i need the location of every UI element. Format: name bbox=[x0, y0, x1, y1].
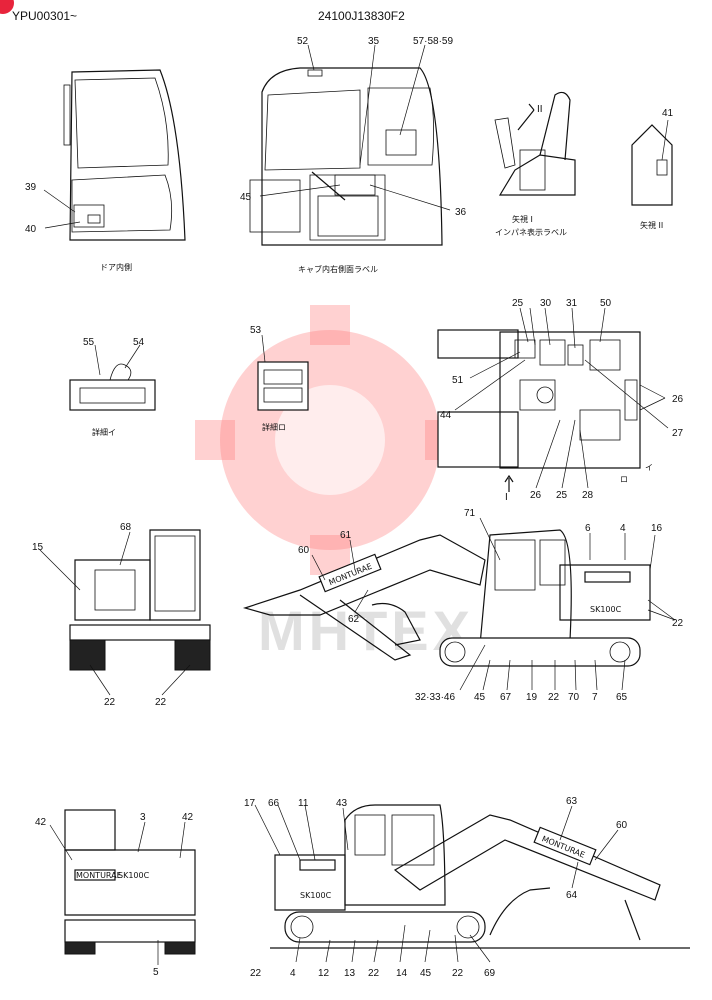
callout-70: 70 bbox=[568, 692, 580, 703]
callout-26b: 26 bbox=[530, 490, 542, 501]
arrow-view-i-seat bbox=[494, 91, 576, 196]
callout-22g: 22 bbox=[452, 968, 464, 979]
callout-42b: 42 bbox=[182, 812, 194, 823]
callout-27: 27 bbox=[672, 428, 684, 439]
caption-arrow-i: 矢視 I bbox=[512, 214, 533, 224]
arrow-view-ii bbox=[631, 119, 673, 206]
callout-6: 6 bbox=[585, 523, 591, 534]
callout-66: 66 bbox=[268, 798, 280, 809]
rear-brand-decal: MONTURAE bbox=[76, 871, 122, 880]
callout-45c: 45 bbox=[420, 968, 432, 979]
door-inner-view bbox=[43, 69, 186, 241]
callout-60a: 60 bbox=[298, 545, 310, 556]
callout-4a: 4 bbox=[620, 523, 626, 534]
callout-51: 51 bbox=[452, 375, 464, 386]
callout-68: 68 bbox=[120, 522, 132, 533]
callout-71: 71 bbox=[464, 508, 476, 519]
callout-40: 40 bbox=[25, 224, 37, 235]
callout-5: 5 bbox=[153, 967, 159, 978]
callout-11: 11 bbox=[298, 798, 309, 809]
callout-44: 44 bbox=[440, 410, 452, 421]
caption-arrow-i-sub: インパネ表示ラベル bbox=[495, 227, 567, 237]
callout-65: 65 bbox=[616, 692, 628, 703]
callout-61: 61 bbox=[340, 530, 352, 541]
arrow-i-marker: I bbox=[505, 492, 508, 503]
callout-36: 36 bbox=[455, 207, 467, 218]
callout-64: 64 bbox=[566, 890, 578, 901]
callout-32-33-46: 32·33·46 bbox=[415, 692, 455, 703]
callout-15: 15 bbox=[32, 542, 44, 553]
callout-25b: 25 bbox=[556, 490, 568, 501]
caption-cab-inner-right: キャブ内右側面ラベル bbox=[298, 264, 378, 274]
callout-67: 67 bbox=[500, 692, 512, 703]
side-model-decal-2: SK100C bbox=[300, 891, 332, 900]
serial-range: YPU00301~ bbox=[12, 9, 77, 23]
watermark-text: MHTEX bbox=[258, 599, 474, 662]
callout-22f: 22 bbox=[368, 968, 380, 979]
callout-30: 30 bbox=[540, 298, 552, 309]
right-side-view-machine: MONTURAE SK100C bbox=[242, 517, 676, 691]
callout-53: 53 bbox=[250, 325, 262, 336]
detail-ro-marker: ロ bbox=[620, 475, 628, 484]
callout-16: 16 bbox=[651, 523, 663, 534]
callout-41: 41 bbox=[662, 108, 674, 119]
callout-35: 35 bbox=[368, 36, 380, 47]
callout-45b: 45 bbox=[474, 692, 486, 703]
rear-view-machine: MONTURAE SK100C bbox=[49, 809, 196, 965]
callout-25a: 25 bbox=[512, 298, 524, 309]
callout-12: 12 bbox=[318, 968, 330, 979]
callout-62: 62 bbox=[348, 614, 360, 625]
watermark-gear bbox=[195, 305, 465, 575]
callout-4b: 4 bbox=[290, 968, 296, 979]
left-side-view-machine: SK100C MONTURAE bbox=[254, 804, 690, 963]
callout-22b: 22 bbox=[155, 697, 167, 708]
callout-60b: 60 bbox=[616, 820, 628, 831]
callout-57-58-59: 57·58·59 bbox=[413, 36, 453, 47]
cab-inner-right-view bbox=[249, 44, 451, 246]
cab-interior-top-view bbox=[437, 307, 669, 492]
callout-7: 7 bbox=[592, 692, 598, 703]
callout-14: 14 bbox=[396, 968, 408, 979]
callout-63: 63 bbox=[566, 796, 578, 807]
callout-22d: 22 bbox=[548, 692, 560, 703]
callout-19: 19 bbox=[526, 692, 538, 703]
callout-42a: 42 bbox=[35, 817, 47, 828]
front-view-machine bbox=[39, 529, 211, 696]
callout-54: 54 bbox=[133, 337, 145, 348]
rear-model-decal: SK100C bbox=[118, 871, 150, 880]
side-model-decal: SK100C bbox=[590, 605, 622, 614]
detail-i-view bbox=[69, 344, 156, 411]
callout-69: 69 bbox=[484, 968, 496, 979]
callout-55: 55 bbox=[83, 337, 95, 348]
callout-28: 28 bbox=[582, 490, 594, 501]
callout-13: 13 bbox=[344, 968, 356, 979]
callout-3: 3 bbox=[140, 812, 146, 823]
caption-detail-ro: 詳細ロ bbox=[262, 422, 286, 432]
callout-22a: 22 bbox=[104, 697, 116, 708]
callout-39: 39 bbox=[25, 182, 37, 193]
detail-i-marker: イ bbox=[645, 463, 653, 472]
callout-17: 17 bbox=[244, 798, 256, 809]
caption-detail-i: 詳細イ bbox=[92, 427, 116, 437]
callout-22c: 22 bbox=[672, 618, 684, 629]
callout-50: 50 bbox=[600, 298, 612, 309]
callout-45a: 45 bbox=[240, 192, 252, 203]
callout-52: 52 bbox=[297, 36, 309, 47]
callout-43: 43 bbox=[336, 798, 348, 809]
arrow-ii-marker: II bbox=[537, 104, 543, 115]
callout-26a: 26 bbox=[672, 394, 684, 405]
part-number: 24100J13830F2 bbox=[318, 9, 405, 23]
corner-badge bbox=[0, 0, 14, 14]
callout-22e: 22 bbox=[250, 968, 262, 979]
callout-31: 31 bbox=[566, 298, 578, 309]
detail-ro-view bbox=[257, 334, 309, 411]
caption-arrow-ii: 矢視 II bbox=[640, 220, 663, 230]
caption-door-inner: ドア内側 bbox=[100, 262, 132, 272]
